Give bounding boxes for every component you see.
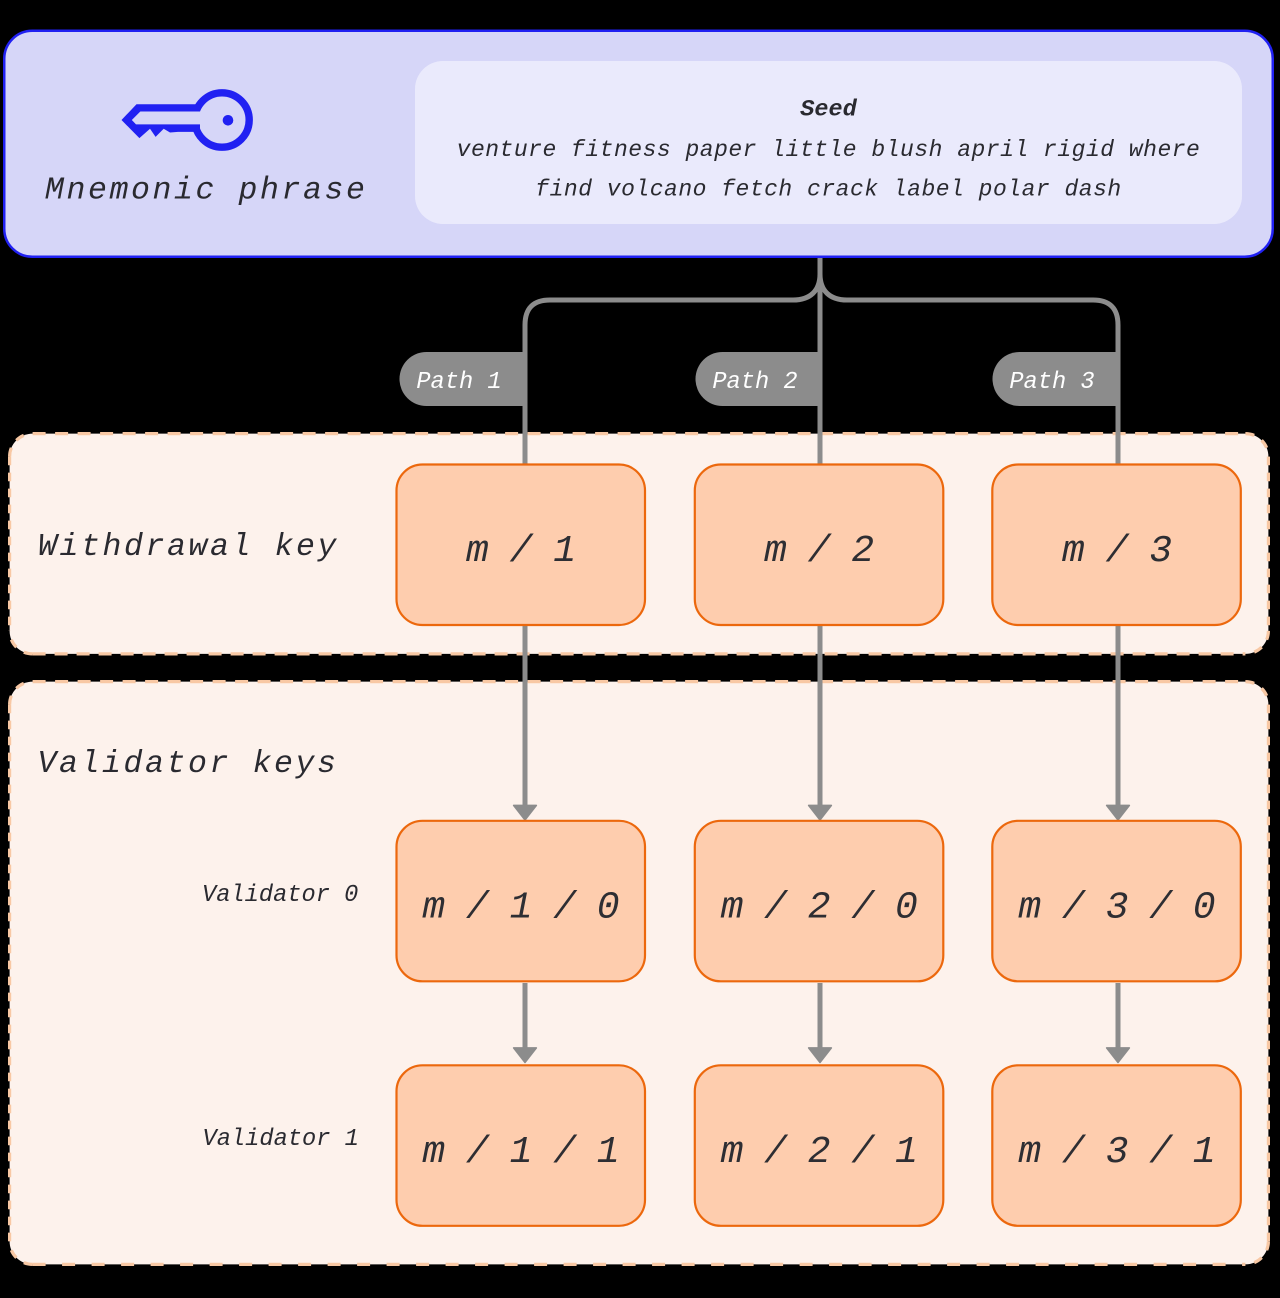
svg-text:m / 3 / 0: m / 3 / 0	[1018, 886, 1214, 929]
svg-text:m / 2: m / 2	[764, 530, 873, 573]
svg-text:m / 2 / 0: m / 2 / 0	[721, 886, 917, 929]
svg-text:find volcano fetch crack label: find volcano fetch crack label polar das…	[535, 176, 1121, 202]
svg-text:venture fitness paper little b: venture fitness paper little blush april…	[457, 137, 1201, 163]
svg-text:m / 1: m / 1	[466, 530, 575, 573]
svg-text:m / 1 / 1: m / 1 / 1	[422, 1131, 618, 1174]
svg-text:m / 3: m / 3	[1062, 530, 1171, 573]
svg-text:m / 2 / 1: m / 2 / 1	[721, 1131, 917, 1174]
svg-text:Validator 1: Validator 1	[203, 1126, 359, 1153]
svg-text:Path 3: Path 3	[1009, 369, 1094, 396]
svg-text:Validator keys: Validator keys	[38, 747, 339, 782]
svg-text:Mnemonic phrase: Mnemonic phrase	[45, 174, 368, 209]
svg-text:Seed: Seed	[800, 97, 857, 124]
svg-text:Withdrawal key: Withdrawal key	[38, 530, 339, 565]
svg-text:Validator 0: Validator 0	[202, 882, 358, 909]
svg-text:Path 2: Path 2	[712, 369, 797, 396]
svg-text:m / 3 / 1: m / 3 / 1	[1018, 1131, 1214, 1174]
svg-text:m / 1 / 0: m / 1 / 0	[422, 886, 618, 929]
svg-text:Path 1: Path 1	[416, 369, 501, 396]
